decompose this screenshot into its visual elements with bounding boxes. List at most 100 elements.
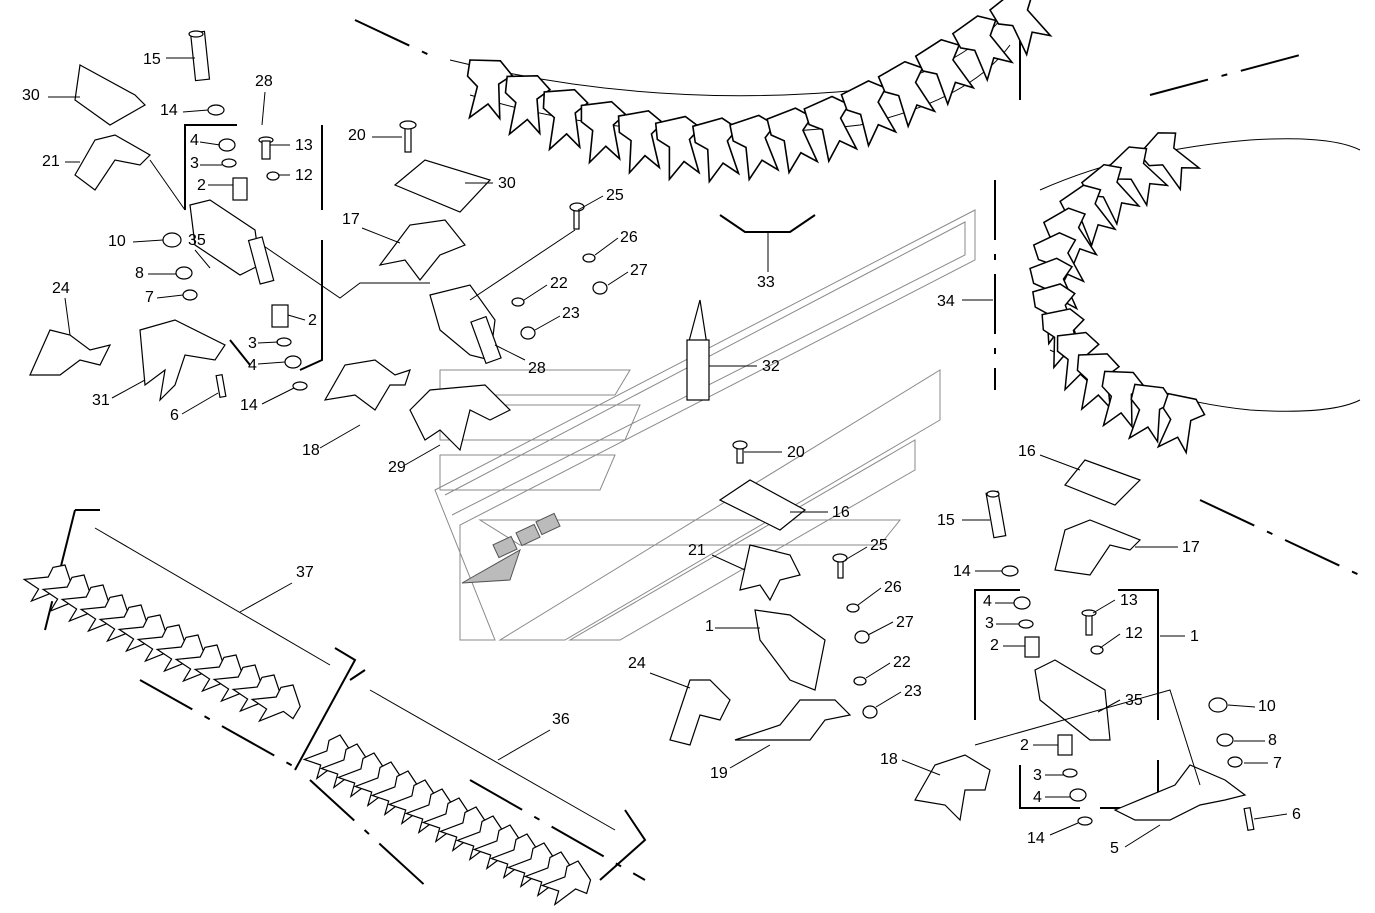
callout-14: 14: [240, 397, 258, 414]
part-24-blade-b: [669, 679, 731, 746]
callout-1: 1: [705, 618, 714, 635]
callout-3: 3: [248, 335, 257, 352]
callout-27: 27: [630, 262, 648, 279]
callout-25: 25: [870, 537, 888, 554]
callout-4: 4: [983, 593, 992, 610]
callout-4: 4: [1033, 789, 1042, 806]
part-17-blade: [378, 219, 466, 281]
callout-12: 12: [1125, 625, 1143, 642]
callout-16: 16: [1018, 443, 1036, 460]
callout-37: 37: [296, 564, 314, 581]
leader-line-l19a: [729, 744, 771, 769]
tine-blade: [250, 684, 301, 723]
callout-25: 25: [606, 187, 624, 204]
part-21-blade: [74, 134, 151, 191]
tine-blade: [877, 60, 937, 129]
callout-4: 4: [190, 132, 199, 149]
part-1-holder-b: [1034, 659, 1111, 741]
part-7-washer-b: [1227, 756, 1243, 768]
part-19-tine: [734, 699, 852, 741]
tine-blade: [540, 860, 592, 907]
callout-8: 8: [135, 265, 144, 282]
leader-line-l23a: [534, 315, 561, 331]
leader-line-l5a: [1124, 824, 1161, 848]
part-14-washer: [207, 104, 225, 116]
callout-1: 1: [1190, 628, 1199, 645]
part-30-plate: [74, 64, 146, 126]
leader-line-l4b: [257, 361, 286, 365]
background-emblem: [434, 209, 976, 641]
callout-22: 22: [893, 654, 911, 671]
callout-2: 2: [308, 312, 317, 329]
part-18-blade-b: [914, 754, 991, 822]
leader-line-l35b: [1097, 699, 1121, 713]
tine-blade: [766, 107, 820, 175]
leader-line-l17a: [361, 227, 401, 244]
leader-line-l10a: [132, 239, 164, 243]
tine-blade: [1156, 392, 1206, 455]
callout-35: 35: [188, 232, 206, 249]
leader-line-l14d: [1049, 822, 1079, 836]
part-18-blade: [323, 359, 411, 411]
callout-26: 26: [884, 579, 902, 596]
part-25-bolt-b: [837, 559, 844, 579]
callout-2: 2: [1020, 737, 1029, 754]
callout-30: 30: [22, 87, 40, 104]
part-22-washer: [511, 297, 525, 307]
tine-blade: [1076, 353, 1121, 411]
tine-blade: [951, 15, 1015, 83]
leader-line-l26a: [594, 237, 619, 256]
callout-34: 34: [937, 293, 955, 310]
part-31-tine: [139, 319, 226, 402]
leader-line-l23b: [875, 691, 902, 708]
leader-line-l18b: [901, 759, 941, 776]
callout-19: 19: [710, 765, 728, 782]
part-15-pin: [189, 30, 211, 82]
part-7-washer: [182, 289, 198, 301]
tine-blade: [1107, 146, 1170, 208]
callout-20: 20: [787, 444, 805, 461]
leader-line-l6b: [1253, 813, 1288, 820]
callout-21: 21: [688, 542, 706, 559]
part-15-pin-b: [985, 490, 1007, 539]
part-8-spacer: [175, 266, 193, 280]
part-6-screw-b: [1243, 806, 1255, 832]
part-17-blade-b: [1054, 519, 1142, 576]
tine-blade: [803, 95, 859, 164]
callout-2: 2: [990, 637, 999, 654]
callout-7: 7: [145, 289, 154, 306]
callout-13: 13: [1120, 592, 1138, 609]
assembly-right: [914, 459, 1255, 832]
callout-29: 29: [388, 459, 406, 476]
callout-14: 14: [160, 102, 178, 119]
leader-line-l35a: [194, 249, 211, 269]
part-30-plate-mid: [393, 159, 492, 213]
part-16-plate-b: [1064, 459, 1142, 506]
callout-15: 15: [937, 512, 955, 529]
tine-blade: [1101, 370, 1146, 429]
callout-18: 18: [880, 751, 898, 768]
callout-28: 28: [528, 360, 546, 377]
leader-line-l22b: [865, 662, 891, 679]
part-3-ring: [221, 158, 237, 168]
callout-10: 10: [108, 233, 126, 250]
part-26-washer-b: [846, 603, 860, 613]
tine-blade: [542, 88, 589, 152]
part-10-nut-b: [1208, 697, 1228, 713]
callout-17: 17: [1182, 539, 1200, 556]
callout-35: 35: [1125, 692, 1143, 709]
leader-line-l18a: [319, 424, 361, 449]
callout-14: 14: [1027, 830, 1045, 847]
callout-23: 23: [904, 683, 922, 700]
leader-line-l26b: [857, 587, 882, 606]
leader-line-l16b: [1039, 454, 1081, 471]
callout-18: 18: [302, 442, 320, 459]
leader-line-l25a: [577, 195, 604, 211]
part-4-nut: [218, 138, 236, 152]
part-2-bushing-lower: [271, 304, 289, 328]
leader-line-l2b: [287, 314, 306, 321]
part-6-screw: [215, 373, 227, 399]
callout-33: 33: [757, 274, 775, 291]
